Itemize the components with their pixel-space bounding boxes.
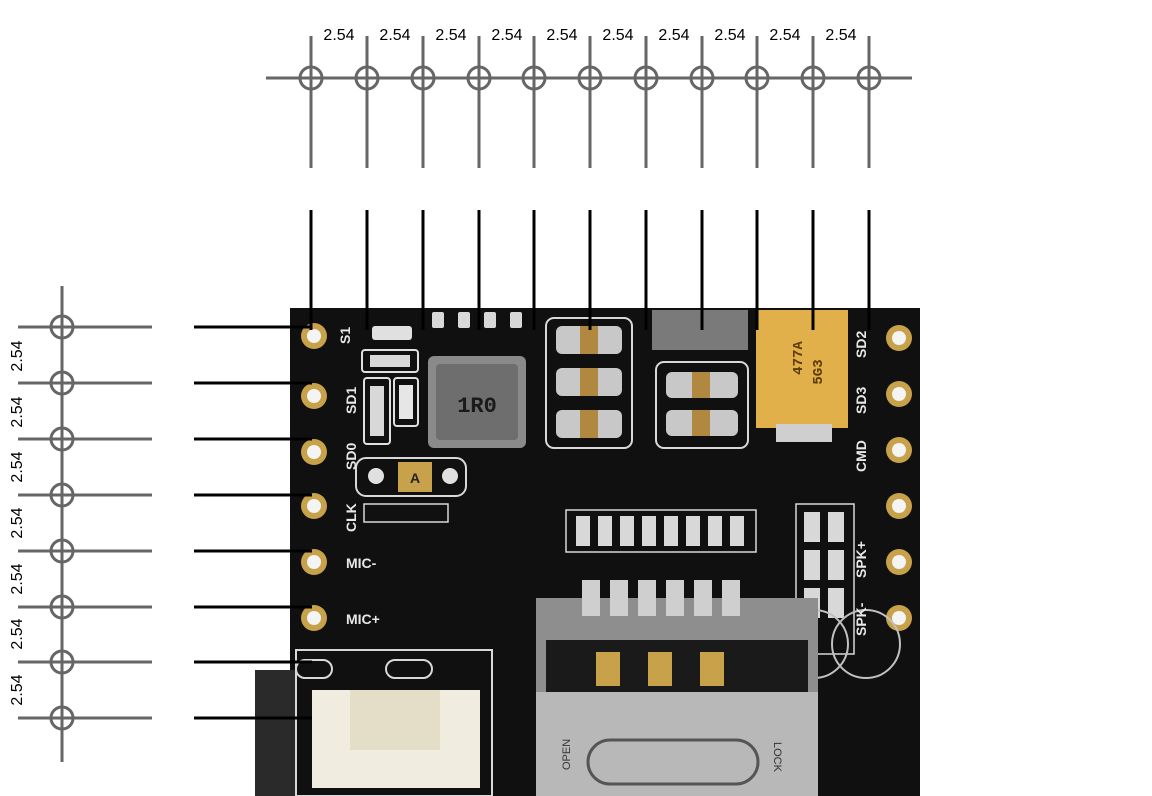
left-pitch-label: 2.54 (9, 674, 26, 705)
silk-sd1: SD1 (343, 387, 359, 414)
top-pitch-label: 2.54 (379, 27, 410, 44)
top-dimension-ruler (266, 36, 912, 168)
capacitor-cluster (545, 310, 749, 449)
top-pitch-labels: 2.54 2.54 2.54 2.54 2.54 2.54 2.54 2.54 … (323, 27, 856, 44)
jst-connector (295, 649, 493, 796)
smd-resistors-left (361, 326, 419, 445)
resistor-array (565, 509, 757, 553)
silk-sd2: SD2 (853, 331, 869, 358)
left-pitch-label: 2.54 (9, 396, 26, 427)
top-pin-markers (298, 36, 882, 168)
top-smd-pads (432, 312, 522, 328)
top-pin-marker-circle (466, 65, 492, 91)
top-pin-marker-circle (800, 65, 826, 91)
silkscreen-right-labels: SD2 SD3 CMD SPK+ SPK- (853, 331, 869, 636)
left-pitch-label: 2.54 (9, 507, 26, 538)
silk-s1: S1 (337, 327, 353, 344)
top-pin-marker-circle (689, 65, 715, 91)
left-pin-marker-circle (49, 705, 75, 731)
silk-mic-plus: MIC+ (346, 611, 380, 627)
silk-spk-minus: SPK- (853, 602, 869, 636)
top-pin-leads (309, 210, 871, 330)
top-pin-marker-circle (633, 65, 659, 91)
silk-spk-plus: SPK+ (853, 541, 869, 578)
top-pin-marker-circle (577, 65, 603, 91)
tantalum-capacitor: 477A 5G3 (756, 310, 848, 442)
diode-label: A (410, 470, 420, 486)
inductor-label: 1R0 (457, 394, 497, 419)
silk-sd3: SD3 (853, 387, 869, 414)
top-pin-marker-circle (521, 65, 547, 91)
top-pitch-label: 2.54 (546, 27, 577, 44)
left-header-pads (301, 323, 327, 631)
left-pin-marker-circle (49, 649, 75, 675)
left-dimension-ruler (18, 286, 152, 762)
left-pin-leads (194, 325, 312, 720)
microsd-card-slot: OPEN LOCK (536, 580, 818, 796)
top-pin-marker-circle (298, 65, 324, 91)
top-pitch-label: 2.54 (435, 27, 466, 44)
card-slot-contacts (582, 580, 740, 686)
small-diode: A (355, 457, 467, 523)
top-pin-marker-circle (856, 65, 882, 91)
top-pitch-label: 2.54 (323, 27, 354, 44)
left-pin-marker-circle (49, 538, 75, 564)
tantalum-code-label: 477A (791, 341, 807, 375)
left-pitch-label: 2.54 (9, 618, 26, 649)
left-pin-marker-circle (49, 314, 75, 340)
top-pitch-label: 2.54 (602, 27, 633, 44)
top-pitch-label: 2.54 (491, 27, 522, 44)
left-pin-marker-circle (49, 594, 75, 620)
left-pin-marker-circle (49, 370, 75, 396)
silk-cmd: CMD (853, 440, 869, 472)
tantalum-lot-label: 5G3 (811, 359, 827, 384)
silk-mic-minus: MIC- (346, 555, 377, 571)
left-pin-markers (18, 314, 152, 731)
left-pitch-label: 2.54 (9, 451, 26, 482)
top-pin-marker-circle (410, 65, 436, 91)
left-pin-marker-circle (49, 426, 75, 452)
top-pitch-label: 2.54 (825, 27, 856, 44)
silk-sd0: SD0 (343, 443, 359, 470)
inductor-1r0: 1R0 (428, 356, 526, 448)
top-pin-marker-circle (354, 65, 380, 91)
top-pitch-label: 2.54 (658, 27, 689, 44)
pcb-board: 1R0 477A 5G3 A (255, 308, 920, 796)
left-pin-marker-circle (49, 482, 75, 508)
card-slot-open-label: OPEN (561, 739, 573, 770)
top-pitch-label: 2.54 (769, 27, 800, 44)
silkscreen-left-labels: S1 SD1 SD0 CLK MIC- MIC+ (337, 327, 380, 627)
left-pitch-label: 2.54 (9, 340, 26, 371)
left-pitch-label: 2.54 (9, 563, 26, 594)
right-header-pads (886, 325, 912, 631)
card-slot-lock-label: LOCK (771, 742, 783, 773)
left-pitch-labels: 2.54 2.54 2.54 2.54 2.54 2.54 2.54 (9, 340, 26, 705)
silk-clk: CLK (343, 503, 359, 532)
top-pitch-label: 2.54 (714, 27, 745, 44)
top-pin-marker-circle (744, 65, 770, 91)
